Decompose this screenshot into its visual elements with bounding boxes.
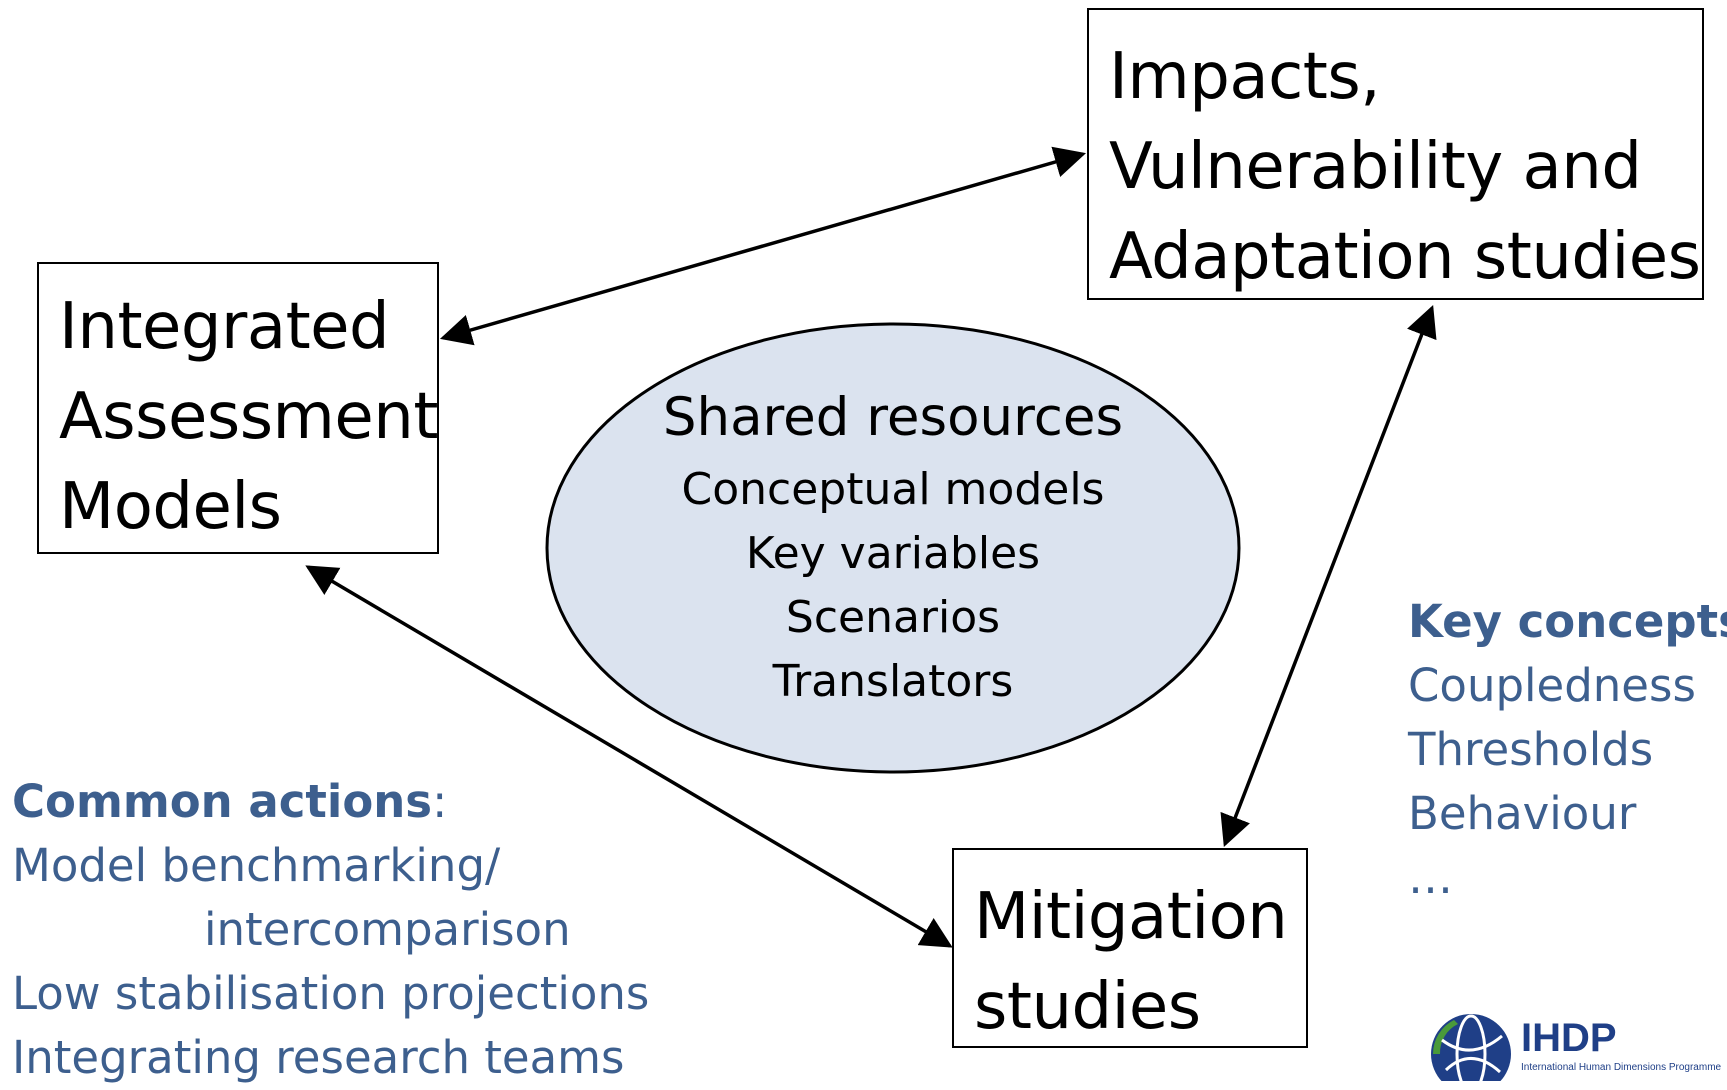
common-actions-heading: Common actions [12,775,433,828]
arrow-impacts-to-mitigation [1220,305,1437,847]
box-label-line: Assessment [59,380,438,454]
key-concept-item: Thresholds [1408,723,1654,776]
arrow-iam-to-impacts [439,146,1087,346]
mitigation-studies-box: Mitigation studies [952,848,1308,1048]
key-concept-item: Coupledness [1408,659,1696,712]
logo-name: IHDP [1521,1016,1617,1060]
heading-colon: : [432,775,448,828]
shared-resources-text: Shared resources Conceptual models Key v… [548,378,1238,714]
key-concept-item: Behaviour [1408,787,1637,840]
ihdp-logo: IHDP International Human Dimensions Prog… [1424,1010,1727,1081]
impacts-vulnerability-adaptation-box: Impacts, Vulnerability and Adaptation st… [1087,8,1704,300]
logo-subtitle: International Human Dimensions Programme [1521,1062,1722,1073]
box-label-line: Models [59,470,282,544]
common-action-item: Integrating research teams [12,1031,625,1084]
common-action-item: Low stabilisation projections [12,967,650,1020]
key-concepts-heading: Key concepts [1408,595,1727,648]
common-actions-heading-line: Common actions: [12,770,649,834]
key-concept-item: … [1408,851,1453,904]
box-label-line: studies [974,970,1201,1044]
shared-resource-item: Translators [772,656,1014,707]
box-label-line: Integrated [59,290,390,364]
common-action-item: Model benchmarking/ [12,839,501,892]
arrow-iam-to-mitigation [305,565,953,948]
box-label-line: Vulnerability and [1109,130,1642,204]
shared-resources-title: Shared resources [662,387,1124,448]
shared-resource-item: Conceptual models [681,464,1105,515]
key-concepts-heading-line: Key concepts: [1408,590,1727,654]
integrated-assessment-models-box: Integrated Assessment Models [37,262,439,554]
box-label-line: Mitigation [974,880,1288,954]
common-action-item: intercomparison [204,903,571,956]
globe-icon [1431,1014,1511,1081]
common-actions-list: Common actions: Model benchmarking/ inte… [12,770,649,1090]
shared-resource-item: Key variables [745,528,1041,579]
box-label-line: Impacts, [1109,40,1381,114]
key-concepts-list: Key concepts: Coupledness Thresholds Beh… [1408,590,1727,910]
box-label-line: Adaptation studies [1109,220,1701,294]
shared-resource-item: Scenarios [785,592,1001,643]
